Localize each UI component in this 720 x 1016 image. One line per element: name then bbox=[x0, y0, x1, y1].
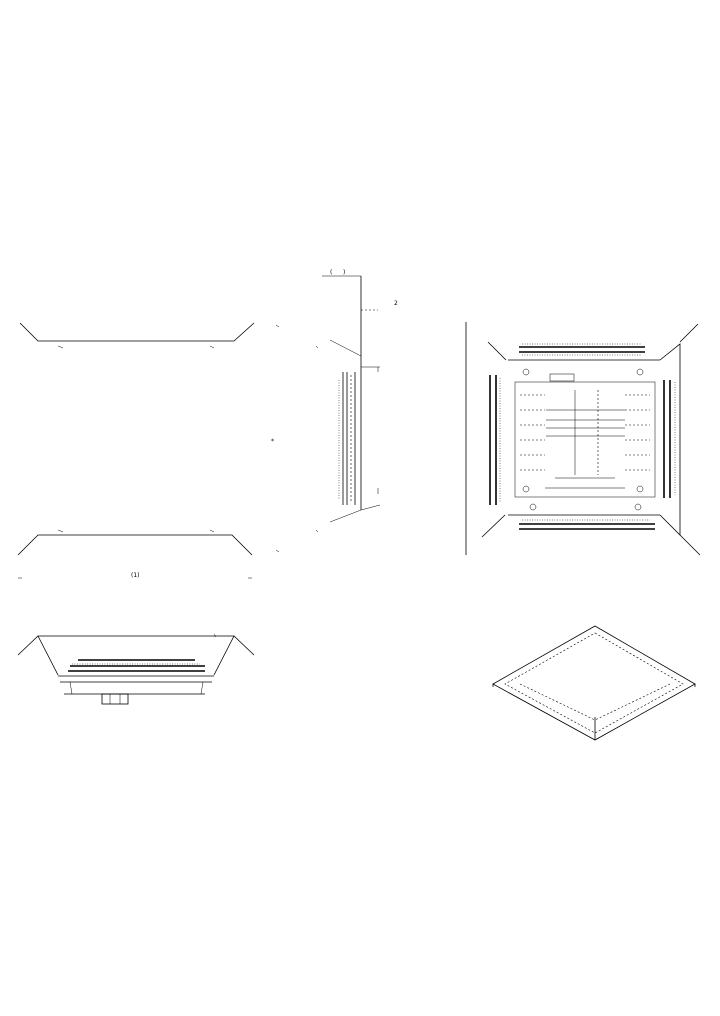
isometric-view bbox=[492, 625, 696, 741]
front-bottom-outline bbox=[17, 534, 253, 556]
side-top-a: ( bbox=[330, 269, 332, 276]
front-top-outline bbox=[19, 322, 255, 342]
connector-tab bbox=[101, 693, 129, 705]
front-bottom-label: (1) bbox=[131, 572, 140, 579]
top-view bbox=[465, 322, 701, 556]
iso-top-face bbox=[492, 625, 696, 741]
front-view: (1) * bbox=[17, 322, 319, 579]
side-top-b: ) bbox=[343, 269, 345, 276]
side-view: ( ) 2 bbox=[322, 269, 398, 523]
front-center-mark: * bbox=[271, 438, 274, 445]
bottom-elevation-view bbox=[17, 633, 255, 705]
side-right-mark: 2 bbox=[394, 300, 398, 307]
